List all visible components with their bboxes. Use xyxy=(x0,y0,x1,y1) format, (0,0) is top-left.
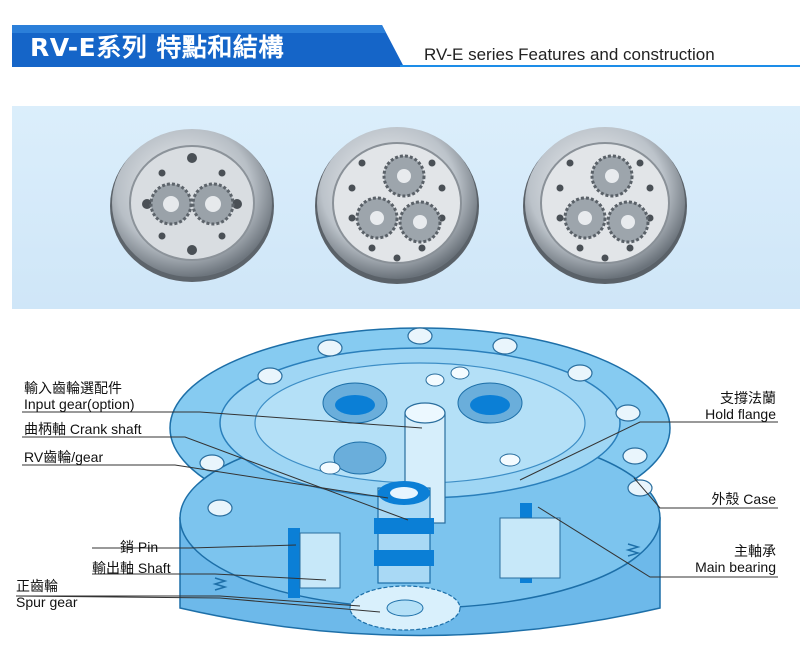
label-pin: 銷 Pin xyxy=(120,539,159,555)
title-banner xyxy=(12,25,404,67)
label-main-bearing-cn: 主軸承 xyxy=(734,543,776,559)
page-subtitle: RV-E series Features and construction xyxy=(424,45,715,64)
label-spur-gear-en: Spur gear xyxy=(16,594,78,610)
product-photo-strip xyxy=(12,106,800,309)
label-hold-flange-cn: 支撐法蘭 xyxy=(720,390,776,406)
label-shaft: 輸出軸 Shaft xyxy=(92,560,171,576)
product-photo-three-crank xyxy=(315,127,479,284)
label-case: 外殼 Case xyxy=(711,491,776,507)
label-hold-flange-en: Hold flange xyxy=(705,406,776,422)
label-input-gear-cn: 輸入齒輪選配件 xyxy=(24,380,122,396)
page-title: RV-E系列 特點和結構 xyxy=(30,33,284,62)
label-crank-shaft: 曲柄軸 Crank shaft xyxy=(24,421,142,437)
label-rv-gear: RV齒輪/gear xyxy=(24,449,104,465)
cutaway-diagram xyxy=(169,327,671,637)
product-photo-three-crank-alt xyxy=(523,127,687,284)
label-spur-gear-cn: 正齒輪 xyxy=(16,578,58,594)
header-rule xyxy=(400,65,800,67)
label-input-gear-en: Input gear(option) xyxy=(24,396,135,412)
header: RV-E系列 特點和結構 RV-E series Features and co… xyxy=(0,0,800,82)
product-photo-two-crank xyxy=(110,129,274,282)
label-main-bearing-en: Main bearing xyxy=(695,559,776,575)
